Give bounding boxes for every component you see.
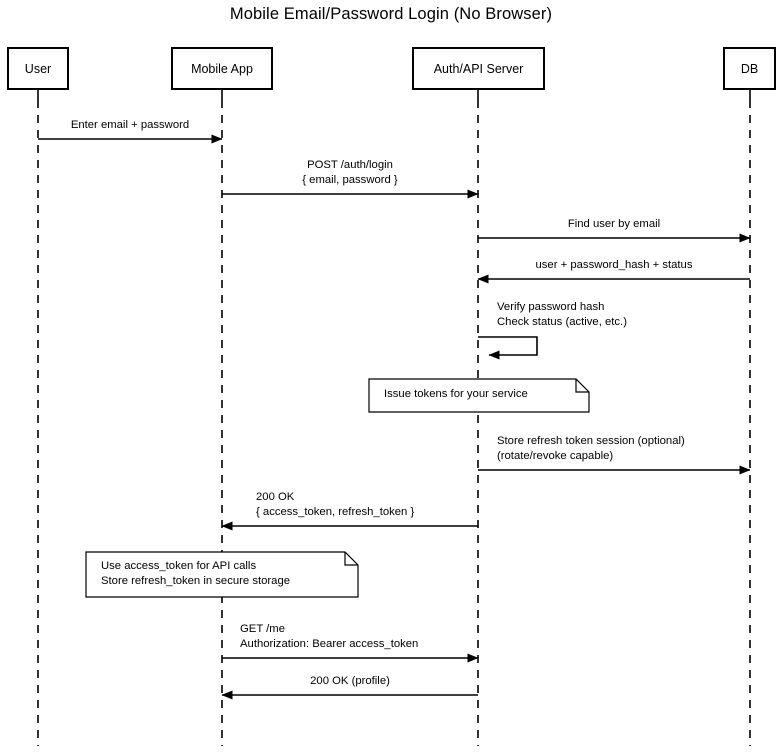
message-label-m1: Enter email + password [38, 118, 222, 133]
note-fold-corner-icon [575, 379, 589, 393]
participant-box-app[interactable]: Mobile App [171, 47, 273, 90]
message-label-line: user + password_hash + status [535, 259, 693, 271]
self-call-arrow-s1[interactable] [478, 336, 538, 360]
message-label-line: Authorization: Bearer access_token [240, 638, 419, 650]
self-call-label-line: Verify password hash [497, 301, 605, 313]
note-text-line: Store refresh_token in secure storage [101, 575, 291, 587]
message-label-line: Find user by email [567, 218, 661, 230]
self-call-group [478, 336, 538, 360]
participant-label-user: User [24, 61, 52, 76]
participant-box-user[interactable]: User [7, 47, 69, 90]
message-label-line: 200 OK (profile) [310, 675, 390, 687]
note-body-n2 [85, 551, 359, 598]
self-call-label-line: Check status (active, etc.) [497, 316, 627, 328]
message-label-line: POST /auth/login [307, 159, 393, 171]
message-label-line: { access_token, refresh_token } [256, 506, 415, 518]
message-label-line: GET /me [240, 623, 285, 635]
note-text-line: Issue tokens for your service [384, 388, 528, 400]
message-label-m4: user + password_hash + status [478, 258, 750, 273]
note-text-n1: Issue tokens for your service [384, 387, 528, 402]
lifelines-group [37, 90, 751, 746]
note-text-line: Use access_token for API calls [101, 560, 257, 572]
participant-label-db: DB [740, 61, 759, 76]
messages-group [38, 134, 751, 700]
participant-label-server: Auth/API Server [433, 61, 524, 76]
note-fold-corner-icon [344, 552, 358, 566]
message-label-m8: 200 OK (profile) [222, 674, 478, 689]
participant-label-app: Mobile App [191, 61, 253, 76]
message-label-m5: Store refresh token session (optional) (r… [497, 434, 757, 464]
diagram-title: Mobile Email/Password Login (No Browser) [229, 5, 553, 23]
note-body-n1 [368, 378, 590, 413]
message-label-line: Store refresh token session (optional) [497, 435, 685, 447]
message-label-m6: 200 OK { access_token, refresh_token } [256, 490, 478, 520]
message-label-line: 200 OK [256, 491, 295, 503]
notes-group [85, 378, 590, 598]
message-label-line: Enter email + password [70, 119, 190, 131]
message-label-m3: Find user by email [478, 217, 750, 232]
participant-box-server[interactable]: Auth/API Server [412, 47, 545, 90]
message-label-line: { email, password } [302, 174, 398, 186]
message-label-line: (rotate/revoke capable) [497, 450, 614, 462]
message-label-m2: POST /auth/login { email, password } [222, 158, 478, 188]
participant-box-db[interactable]: DB [723, 47, 776, 90]
